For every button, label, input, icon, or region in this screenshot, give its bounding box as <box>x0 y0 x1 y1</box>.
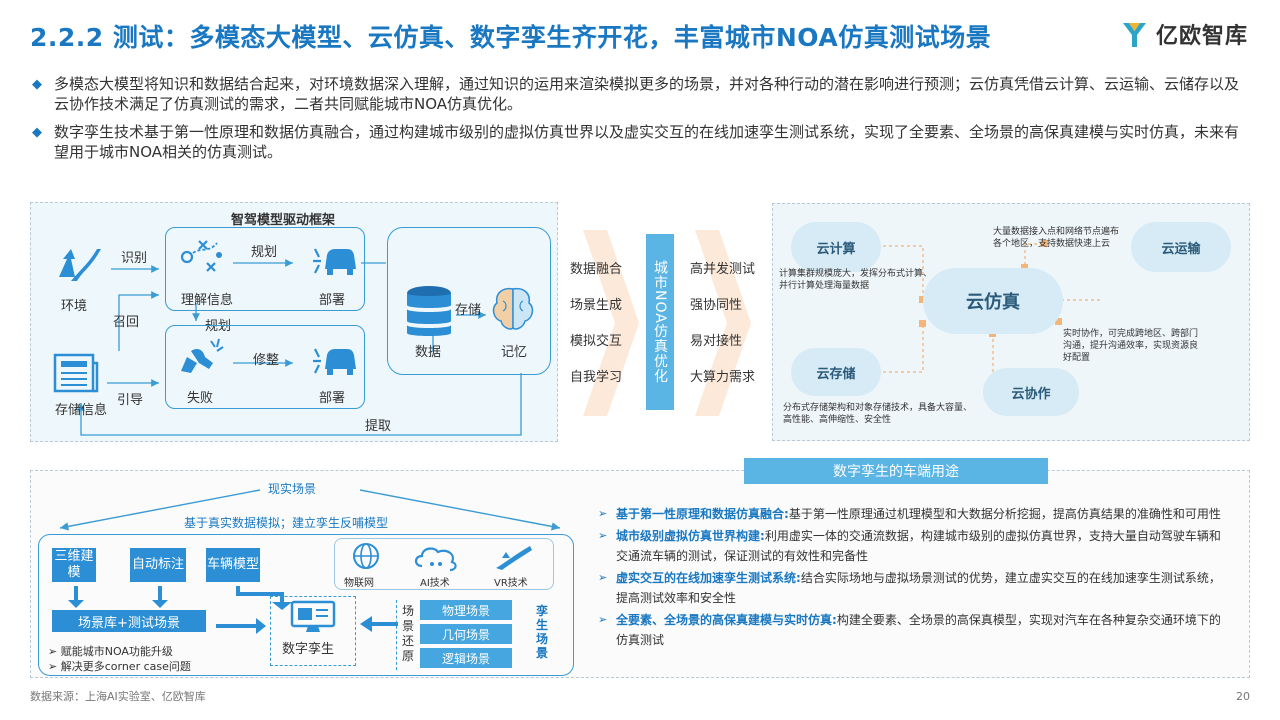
cloud-center: 云仿真 <box>923 268 1063 334</box>
logo-icon <box>1123 23 1146 47</box>
bullet-item: ◆ 多模态大模型将知识和数据结合起来，对环境数据深入理解，通过知识的运用来渲染模… <box>32 75 1240 113</box>
left-arrow <box>360 616 398 632</box>
extract-label: 提取 <box>365 419 392 434</box>
cloud-collab: 云协作 <box>983 368 1079 416</box>
auto-label-box: 自动标注 <box>130 548 186 582</box>
geometric-scene-box: 几何场景 <box>420 624 512 644</box>
road-icon <box>59 249 101 281</box>
twin-outer-box <box>38 534 574 676</box>
cloud-storage: 云存储 <box>791 348 881 396</box>
cloud-transport: 云运输 <box>1131 222 1231 272</box>
bullet-item: ◆ 数字孪生技术基于第一性原理和数据仿真融合，通过构建城市级别的虚拟仿真世界以及… <box>32 123 1240 161</box>
middle-right-item: 强协同性 <box>690 298 743 313</box>
intro-bullets: ◆ 多模态大模型将知识和数据结合起来，对环境数据深入理解，通过知识的运用来渲染模… <box>32 74 1252 170</box>
real-scene-label: 现实场景 <box>268 482 317 496</box>
twin-scene-label: 孪生场景 <box>536 604 549 660</box>
twin-notes: ➢ 赋能城市NOA功能升级 ➢ 解决更多corner case问题 <box>48 644 191 674</box>
page-number: 20 <box>1236 690 1250 703</box>
understand-group <box>165 227 365 311</box>
plan2-label: 规划 <box>205 319 232 334</box>
cloud-compute: 云计算 <box>791 222 881 272</box>
recall-label: 召回 <box>113 315 140 330</box>
twin-top-arrows <box>59 489 561 531</box>
car-sensor-icon <box>313 348 356 375</box>
3d-modeling-box: 三维建模 <box>52 548 96 582</box>
middle-left-item: 自我学习 <box>570 370 623 385</box>
env-label: 环境 <box>61 299 88 314</box>
ds-usage-item: ➢虚实交互的在线加速孪生测试系统:结合实际场地与虚拟场景测试的优势，建立虚实交互… <box>598 571 1221 605</box>
crash-icon <box>181 338 224 373</box>
framework-title: 智驾模型驱动框架 <box>231 213 336 228</box>
storage-desc: 分布式存储架构和对象存储技术，具备大容量、高性能、高伸缩性、安全性 <box>783 403 973 425</box>
deploy2-label: 部署 <box>319 391 346 406</box>
iot-label: 物联网 <box>344 578 374 589</box>
identify-label: 识别 <box>121 251 148 266</box>
noa-optimization-bar: 城市NOA仿真优化 <box>646 234 674 410</box>
middle-left-item: 场景生成 <box>570 298 623 313</box>
memory-label: 记忆 <box>501 345 528 360</box>
scene-restore-label: 场景还原 <box>402 604 415 663</box>
globe-icon <box>353 543 379 569</box>
chevron-arrows <box>583 230 751 416</box>
database-icon <box>407 286 451 336</box>
transport-desc: 大量数据接入点和网络节点遍布各个地区，支持数据快速上云 <box>993 227 1120 249</box>
diamond-icon: ◆ <box>32 77 42 92</box>
note-item: ➢ 解决更多corner case问题 <box>48 660 191 673</box>
strategy-icon <box>180 240 222 272</box>
ds-usage-item: ➢全要素、全场景的高保真建模与实时仿真:构建全要素、全场景的高保真模型，实现对汽… <box>598 613 1221 647</box>
middle-right-item: 大算力需求 <box>690 370 756 385</box>
compute-desc: 计算集群规模庞大，发挥分布式计算、并行计算处理海量数据 <box>779 269 933 291</box>
digital-twin-label: 数字孪生 <box>282 642 335 657</box>
logo-text: 亿欧智库 <box>1156 24 1249 49</box>
tech-icons-box <box>334 538 554 590</box>
vehicle-model-box: 车辆模型 <box>206 548 260 582</box>
vr-label: VR技术 <box>494 578 528 589</box>
logic-scene-box: 逻辑场景 <box>420 648 512 668</box>
physical-scene-box: 物理场景 <box>420 600 512 620</box>
refine-label: 修整 <box>253 353 280 368</box>
data-label: 数据 <box>415 345 442 360</box>
note-item: ➢ 赋能城市NOA功能升级 <box>48 645 173 658</box>
framework-arrows <box>77 259 522 436</box>
ds-usage-item: ➢基于第一性原理和数据仿真融合:基于第一性原理通过机理模型和大数据分析挖掘，提高… <box>598 507 1221 521</box>
digital-twin-box <box>270 596 356 666</box>
twin-flow-arrows <box>68 586 292 634</box>
fail-group <box>165 325 365 409</box>
twin-subtitle: 基于真实数据模拟；建立孪生反哺模型 <box>184 516 389 530</box>
middle-right-item: 高并发测试 <box>690 262 756 277</box>
scene-library-box: 场景库+测试场景 <box>52 610 206 632</box>
logo: 亿欧智库 <box>1120 18 1248 50</box>
ai-cloud-icon <box>414 547 457 572</box>
newspaper-icon <box>53 353 99 393</box>
brain-icon <box>492 287 534 330</box>
middle-left-item: 数据融合 <box>570 262 623 277</box>
store-label: 存储 <box>455 303 482 318</box>
ds-usage-header: 数字孪生的车端用途 <box>744 458 1048 484</box>
data-memory-group <box>387 227 551 375</box>
cloud-simulation-panel: 云计算 云运输 云仿真 云存储 云协作 计算集群规模庞大，发挥分布式计算、并行计… <box>772 203 1250 441</box>
collab-desc: 实时协作，可完成跨地区、跨部门沟通，提升沟通效率，实现资源良好配置 <box>1063 329 1199 363</box>
ai-label: AI技术 <box>420 578 450 589</box>
restore-divider <box>396 600 398 670</box>
storage-info-label: 存储信息 <box>55 403 108 418</box>
car-sensor-icon <box>313 248 356 275</box>
guide-label: 引导 <box>117 393 144 408</box>
ds-usage-item: ➢城市级别虚拟仿真世界构建:利用虚实一体的交通流数据，构建城市级别的虚拟仿真世界… <box>598 529 1221 563</box>
deploy1-label: 部署 <box>319 293 346 308</box>
middle-left-item: 模拟交互 <box>570 334 623 349</box>
plan1-label: 规划 <box>251 245 278 260</box>
diamond-icon: ◆ <box>32 125 42 140</box>
monitor-icon <box>290 600 336 632</box>
fail-label: 失败 <box>187 391 214 406</box>
middle-right-item: 易对接性 <box>690 334 743 349</box>
model-framework-panel: 智驾模型驱动框架 环境 识别 理解 <box>30 202 558 442</box>
understand-label: 理解信息 <box>181 293 234 308</box>
data-source: 数据来源：上海AI实验室、亿欧智库 <box>30 690 206 703</box>
vr-road-icon <box>496 546 532 570</box>
page-title: 2.2.2 测试：多模态大模型、云仿真、数字孪生齐开花，丰富城市NOA仿真测试场… <box>30 23 992 52</box>
ds-usage-list: ➢基于第一性原理和数据仿真融合:基于第一性原理通过机理模型和大数据分析挖掘，提高… <box>598 504 1226 652</box>
